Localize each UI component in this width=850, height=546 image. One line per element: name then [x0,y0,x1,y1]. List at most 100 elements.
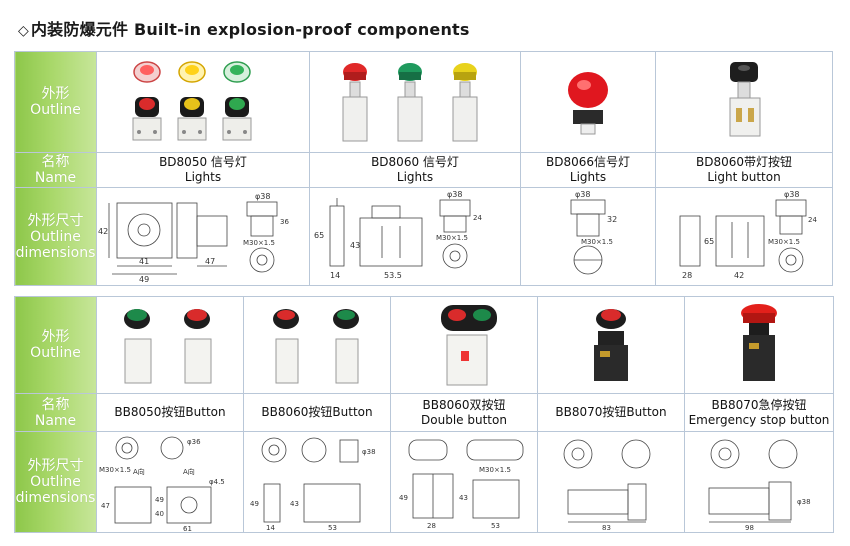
outline-label-en: Outline [30,345,81,361]
row-header-dimensions: 外形尺寸 Outline dimensions [14,187,97,286]
dim-label: 65 [314,231,324,240]
dimensions-label-en-2: dimensions [15,490,96,506]
product-image-bd8050 [96,51,310,153]
row-header-outline: 外形 Outline [14,296,97,394]
product-image-bb8060 [243,296,391,394]
outline-label-zh: 外形 [41,329,70,345]
dimensions-label-zh: 外形尺寸 [27,458,84,474]
dim-label: 47 [205,257,215,266]
dim-label: 14 [266,524,275,532]
product-image-bb8060-double [390,296,538,394]
dim-label: 53 [491,522,500,530]
dim-label: 24 [808,216,817,224]
dimension-drawing-bb8060-double: 49 28 53 M30×1.5 43 [390,431,538,533]
dim-label: 43 [290,500,299,508]
dim-label: M30×1.5 [479,466,511,474]
components-table-2: 外形 Outline [14,296,834,533]
name-label-zh: 名称 [41,154,70,170]
components-table-1: 外形 Outline [14,51,833,286]
product-name-en: Light button [707,170,781,184]
product-name-zh: BB8070按钮Button [555,405,667,419]
dim-label: 83 [602,524,611,532]
dimension-drawing-bb8060: φ38 49 43 14 53 [243,431,391,533]
dimension-drawing-bb8070-emergency: φ38 98 [684,431,834,533]
heading-text: 内装防爆元件 Built-in explosion-proof componen… [30,20,470,39]
dim-label: 53.5 [384,271,402,280]
diamond-icon: ◇ [18,23,29,39]
dim-label: φ38 [447,190,462,199]
product-name-en: Lights [184,170,222,184]
name-label-en: Name [34,170,77,186]
dim-label: 24 [473,214,482,222]
product-name-zh: BD8060 信号灯 [371,155,459,169]
row-header-outline: 外形 Outline [14,51,97,153]
dim-label: 28 [427,522,436,530]
dimension-drawing-bd8060-light-button: φ38 65 28 42 M30×1.5 24 [655,187,833,286]
product-name-bb8060: BB8060按钮Button [243,393,391,432]
row-header-name: 名称 Name [14,393,97,432]
dimension-drawing-bd8060: 65 14 43 53.5 φ38 M30×1.5 24 [309,187,521,286]
dim-label: 28 [682,271,692,280]
product-name-zh: BD8060带灯按钮 [695,155,792,169]
product-image-bd8066 [520,51,656,153]
product-image-bd8060 [309,51,521,153]
dimensions-label-en-1: Outline [30,228,81,245]
dim-label: 49 [399,494,408,502]
product-name-zh: BB8060双按钮 [422,397,506,412]
dim-label: 49 [155,496,164,504]
dim-label: M30×1.5 [243,239,275,247]
dim-label: φ38 [784,190,799,199]
product-name-zh: BB8070急停按钮 [711,397,807,412]
dim-label: A向 [133,467,145,476]
dim-label: 53 [328,524,337,532]
dim-label: 42 [98,227,108,236]
product-name-zh: BD8066信号灯 [545,155,630,169]
dim-label: M30×1.5 [581,238,613,246]
dim-label: 49 [139,275,149,284]
dim-label: 32 [607,215,617,224]
dim-label: 65 [704,237,714,246]
product-image-bb8070 [537,296,685,394]
dimension-drawing-bd8066: φ38 32 M30×1.5 [520,187,656,286]
dimension-drawing-bb8050: M30×1.5 φ36 A向 A向 φ4.5 47 49 40 61 [96,431,244,533]
dim-label: φ38 [575,190,590,199]
product-name-bb8070: BB8070按钮Button [537,393,685,432]
product-name-en: Lights [396,170,434,184]
dimension-drawing-bb8070: 83 [537,431,685,533]
dim-label: 49 [250,500,259,508]
dim-label: 61 [183,525,192,532]
dim-label: φ38 [797,498,811,506]
dim-label: φ4.5 [209,478,225,486]
name-label-en: Name [34,412,77,429]
dim-label: M30×1.5 [99,466,131,474]
dim-label: 40 [155,510,164,518]
dimension-drawing-bd8050: 42 41 49 47 φ38 M30×1.5 36 [96,187,310,286]
dim-label: M30×1.5 [436,234,468,242]
row-header-dimensions: 外形尺寸 Outline dimensions [14,431,97,533]
dimensions-label-en-2: dimensions [15,244,96,261]
product-image-bb8050 [96,296,244,394]
product-name-zh: BD8050 信号灯 [159,155,247,169]
product-name-bb8050: BB8050按钮Button [96,393,244,432]
dimensions-label-en-1: Outline [30,474,81,490]
dim-label: 98 [745,524,754,532]
dim-label: 42 [734,271,744,280]
product-name-zh: BB8050按钮Button [114,405,226,419]
dim-label: 14 [330,271,340,280]
dimensions-label-zh: 外形尺寸 [27,212,84,229]
outline-label-zh: 外形 [41,86,70,102]
outline-label-en: Outline [30,102,81,118]
product-image-bd8060-light-button [655,51,833,153]
dim-label: φ36 [187,438,201,446]
dim-label: 43 [459,494,468,502]
dim-label: 47 [101,502,110,510]
dim-label: 41 [139,257,149,266]
dim-label: φ38 [362,448,376,456]
dim-label: A向 [183,467,195,476]
name-label-zh: 名称 [41,396,70,413]
